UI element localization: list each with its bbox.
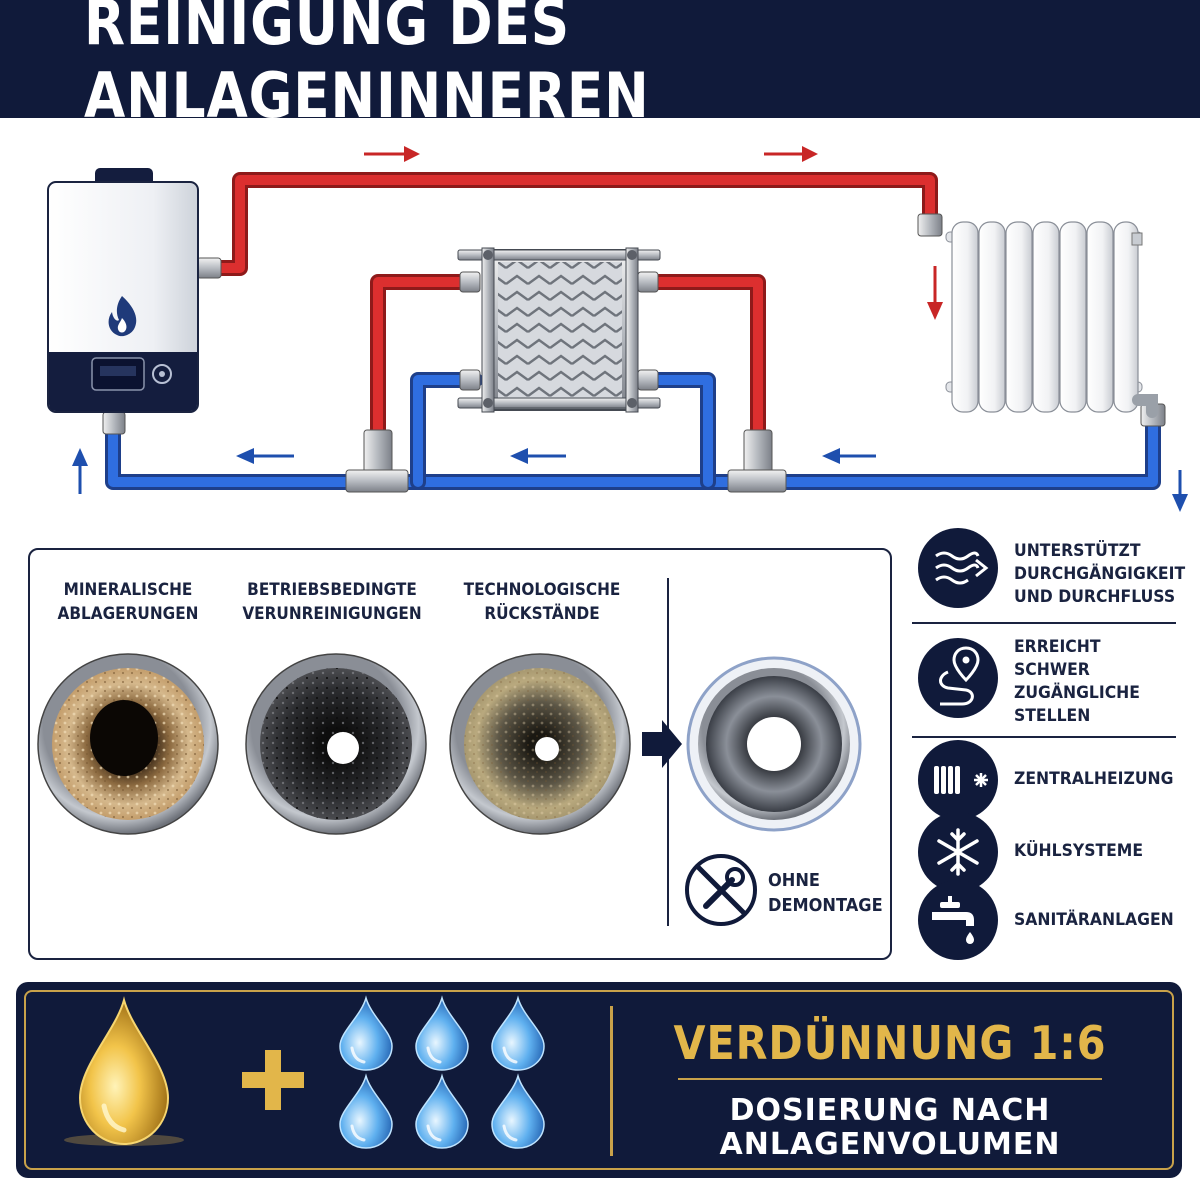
supply-pipe <box>197 172 938 448</box>
feature-label-central-heating: ZENTRALHEIZUNG <box>1014 769 1174 789</box>
radiator-snowflake-icon <box>918 740 998 820</box>
pipe-fittings <box>102 213 1166 493</box>
header-banner: REINIGUNG DES ANLAGENINNEREN <box>0 0 1200 132</box>
dilution-ratio: VERDÜNNUNG 1:6 <box>673 1016 1107 1070</box>
feature-separator <box>912 622 1176 624</box>
label-technological-residues: TECHNOLOGISCHE RÜCKSTÄNDE <box>463 580 621 624</box>
page-title: REINIGUNG DES ANLAGENINNEREN <box>84 0 650 132</box>
radiator <box>945 221 1158 418</box>
feature-label-flow: UNTERSTÜTZT DURCHGÄNGIGKEIT UND DURCHFLU… <box>1014 541 1186 607</box>
boiler <box>47 168 199 413</box>
heating-schematic <box>47 146 1188 512</box>
dosage-divider <box>610 1006 613 1156</box>
flow-arrow-icon <box>72 146 1188 512</box>
feature-label-access: ERREICHT SCHWER ZUGÄNGLICHE STELLEN <box>1014 637 1140 726</box>
ratio-underline <box>678 1078 1102 1080</box>
flow-waves-icon <box>918 528 998 608</box>
route-pin-icon <box>918 638 998 718</box>
flame-icon <box>108 296 137 337</box>
faucet-icon <box>918 880 998 960</box>
no-assembly-label: OHNE DEMONTAGE <box>768 870 883 916</box>
heat-exchanger <box>457 247 661 413</box>
dosage-panel <box>16 982 1182 1178</box>
label-operational-contamination: BETRIEBSBEDINGTE VERUNREINIGUNGEN <box>242 580 422 624</box>
feature-label-cooling: KÜHLSYSTEME <box>1014 841 1144 861</box>
snowflake-icon <box>918 812 998 892</box>
feature-separator <box>912 736 1176 738</box>
dosage-note: DOSIERUNG NACH ANLAGENVOLUMEN <box>719 1093 1061 1162</box>
label-mineral-deposits: MINERALISCHE ABLAGERUNGEN <box>57 580 199 624</box>
feature-label-sanitary: SANITÄRANLAGEN <box>1014 910 1174 930</box>
